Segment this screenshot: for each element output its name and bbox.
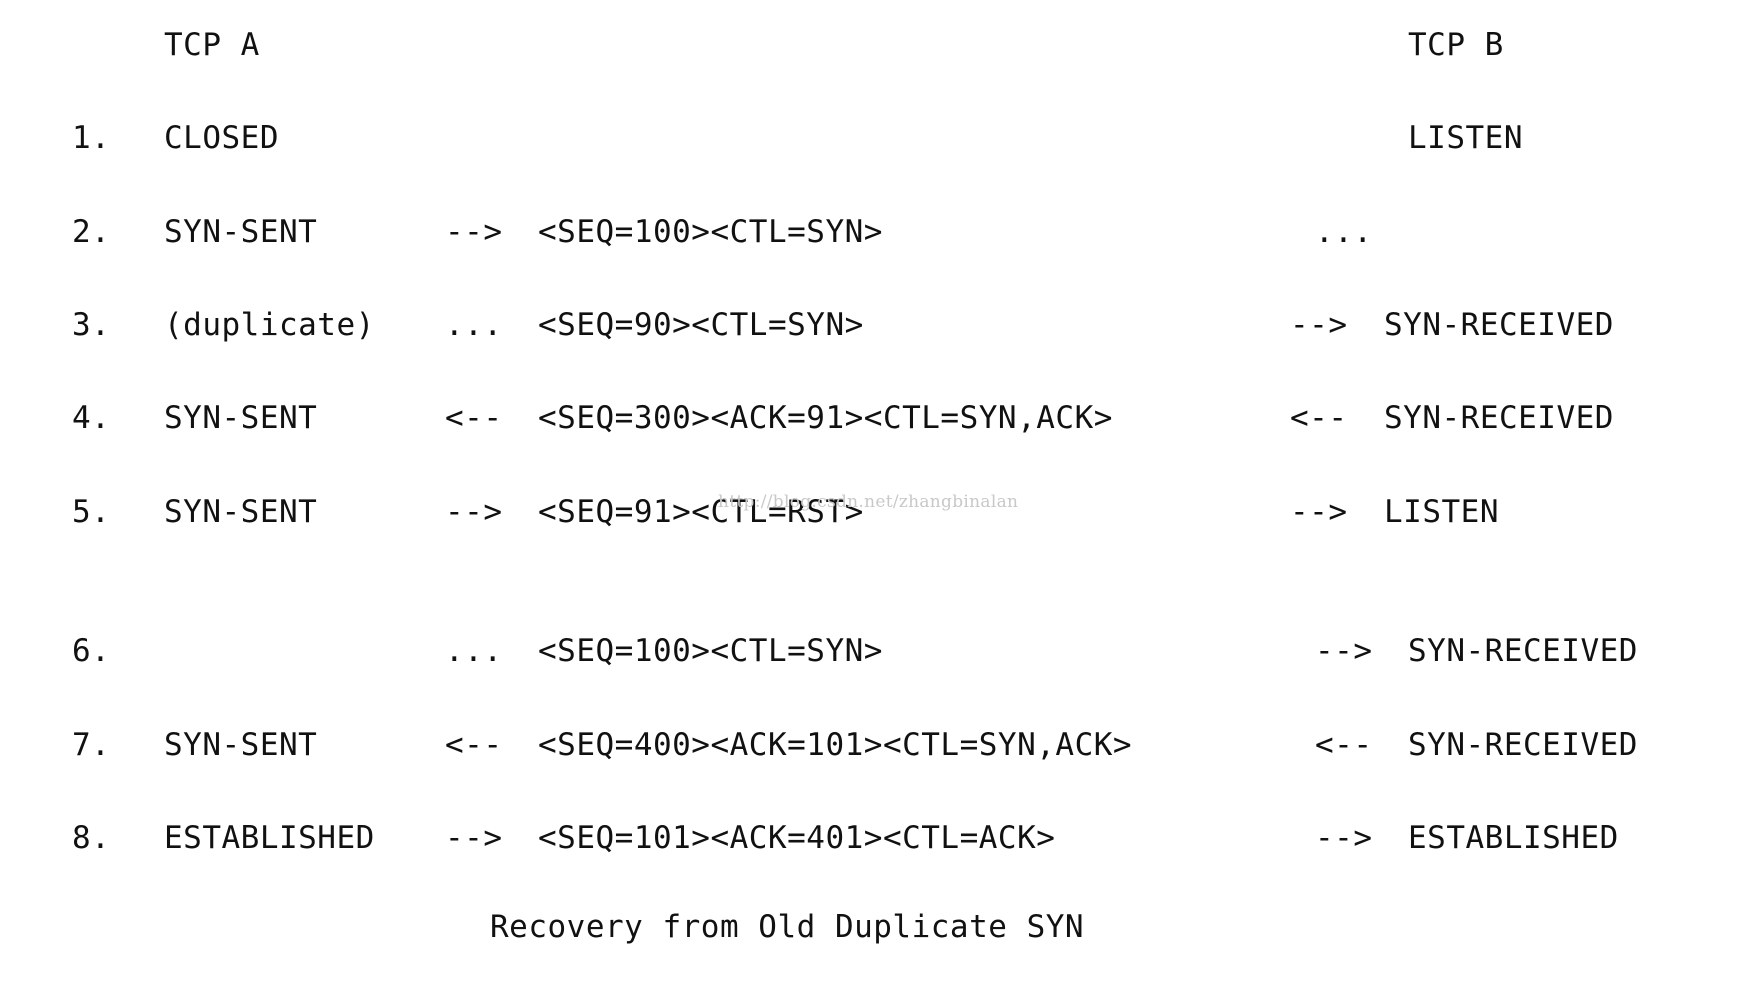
tcp-b-state: SYN-RECEIVED: [1384, 400, 1614, 436]
segment: <SEQ=400><ACK=101><CTL=SYN,ACK>: [538, 727, 1133, 763]
tcp-a-state: SYN-SENT: [164, 214, 318, 250]
row-number: 7.: [72, 727, 111, 763]
segment: <SEQ=100><CTL=SYN>: [538, 633, 883, 669]
tcp-a-state: (duplicate): [164, 307, 375, 343]
arrow-a: <--: [445, 727, 503, 763]
arrow-b: <--: [1290, 400, 1348, 436]
segment: <SEQ=300><ACK=91><CTL=SYN,ACK>: [538, 400, 1113, 436]
arrow-a: ...: [445, 633, 503, 669]
tcp-a-state: CLOSED: [164, 120, 279, 156]
tcp-a-state: SYN-SENT: [164, 400, 318, 436]
row-number: 1.: [72, 120, 111, 156]
row-number: 6.: [72, 633, 111, 669]
tcp-b-header: TCP B: [1408, 27, 1504, 63]
tcp-b-state: LISTEN: [1408, 120, 1523, 156]
arrow-a: <--: [445, 400, 503, 436]
tcp-b-state: ESTABLISHED: [1408, 820, 1619, 856]
arrow-b: ...: [1315, 214, 1373, 250]
tcp-a-state: SYN-SENT: [164, 494, 318, 530]
arrow-a: -->: [445, 214, 503, 250]
row-number: 5.: [72, 494, 111, 530]
segment: <SEQ=91><CTL=RST>: [538, 494, 864, 530]
arrow-b: -->: [1315, 633, 1373, 669]
tcp-b-state: SYN-RECEIVED: [1408, 727, 1638, 763]
tcp-a-header: TCP A: [164, 27, 260, 63]
row-number: 4.: [72, 400, 111, 436]
tcp-b-state: SYN-RECEIVED: [1384, 307, 1614, 343]
row-number: 3.: [72, 307, 111, 343]
row-number: 2.: [72, 214, 111, 250]
row-number: 8.: [72, 820, 111, 856]
tcp-a-state: SYN-SENT: [164, 727, 318, 763]
arrow-b: <--: [1315, 727, 1373, 763]
arrow-a: -->: [445, 494, 503, 530]
arrow-b: -->: [1315, 820, 1373, 856]
diagram-caption: Recovery from Old Duplicate SYN: [490, 909, 1085, 945]
arrow-a: ...: [445, 307, 503, 343]
arrow-a: -->: [445, 820, 503, 856]
tcp-a-state: ESTABLISHED: [164, 820, 375, 856]
tcp-b-state: LISTEN: [1384, 494, 1499, 530]
segment: <SEQ=100><CTL=SYN>: [538, 214, 883, 250]
arrow-b: -->: [1290, 494, 1348, 530]
tcp-b-state: SYN-RECEIVED: [1408, 633, 1638, 669]
segment: <SEQ=90><CTL=SYN>: [538, 307, 864, 343]
arrow-b: -->: [1290, 307, 1348, 343]
watermark: http://blog.csdn.net/zhangbinalan: [718, 492, 1019, 512]
segment: <SEQ=101><ACK=401><CTL=ACK>: [538, 820, 1056, 856]
